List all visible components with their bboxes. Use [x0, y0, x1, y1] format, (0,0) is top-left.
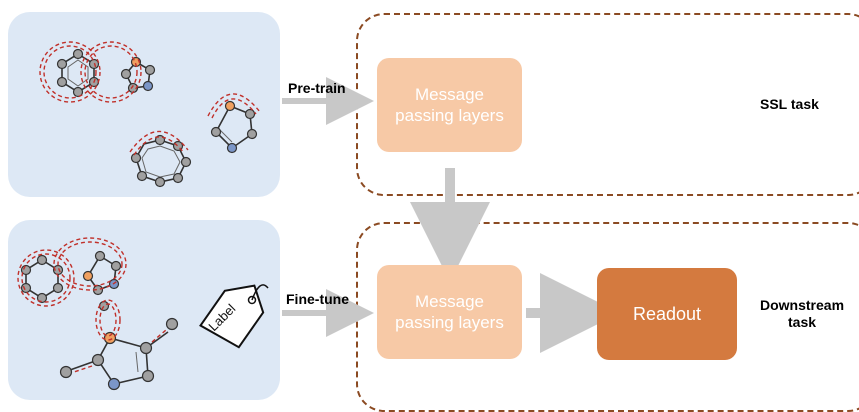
finetune-attention-arcs — [17, 237, 127, 307]
finetune-message-passing-label: Message passing layers — [395, 292, 504, 332]
pretrain-attention-arcs — [39, 41, 142, 103]
flow-arrows — [282, 77, 620, 353]
ssl-task-label: SSL task — [760, 96, 819, 112]
readout-box: Readout — [597, 268, 737, 360]
pentagon-3-attention-arcs — [73, 299, 167, 373]
pretrain-molecules-panel — [8, 12, 280, 197]
pretrain-message-passing-box: Message passing layers — [377, 58, 522, 152]
molecule-heptagon-1-nodes — [130, 134, 192, 188]
molecule-pentagon-2-nodes — [210, 100, 258, 154]
finetune-molecules-panel: Label — [8, 220, 280, 400]
pretrain-arrow-label: Pre-train — [288, 80, 346, 96]
finetune-message-passing-box: Message passing layers — [377, 265, 522, 359]
finetune-molecules-illustration — [17, 237, 269, 391]
pentagon-2-attention-arcs — [207, 93, 261, 119]
readout-label: Readout — [632, 303, 702, 324]
pretrain-molecules-illustration — [39, 41, 261, 188]
finetune-arrow-label: Fine-tune — [286, 291, 349, 307]
heptagon-attention-arcs — [129, 130, 189, 156]
downstream-task-label: Downstream task — [760, 297, 845, 330]
pretrain-message-passing-label: Message passing layers — [395, 85, 504, 125]
label-tag-icon — [199, 284, 269, 349]
molecule-pentagon-3-nodes — [59, 300, 179, 391]
